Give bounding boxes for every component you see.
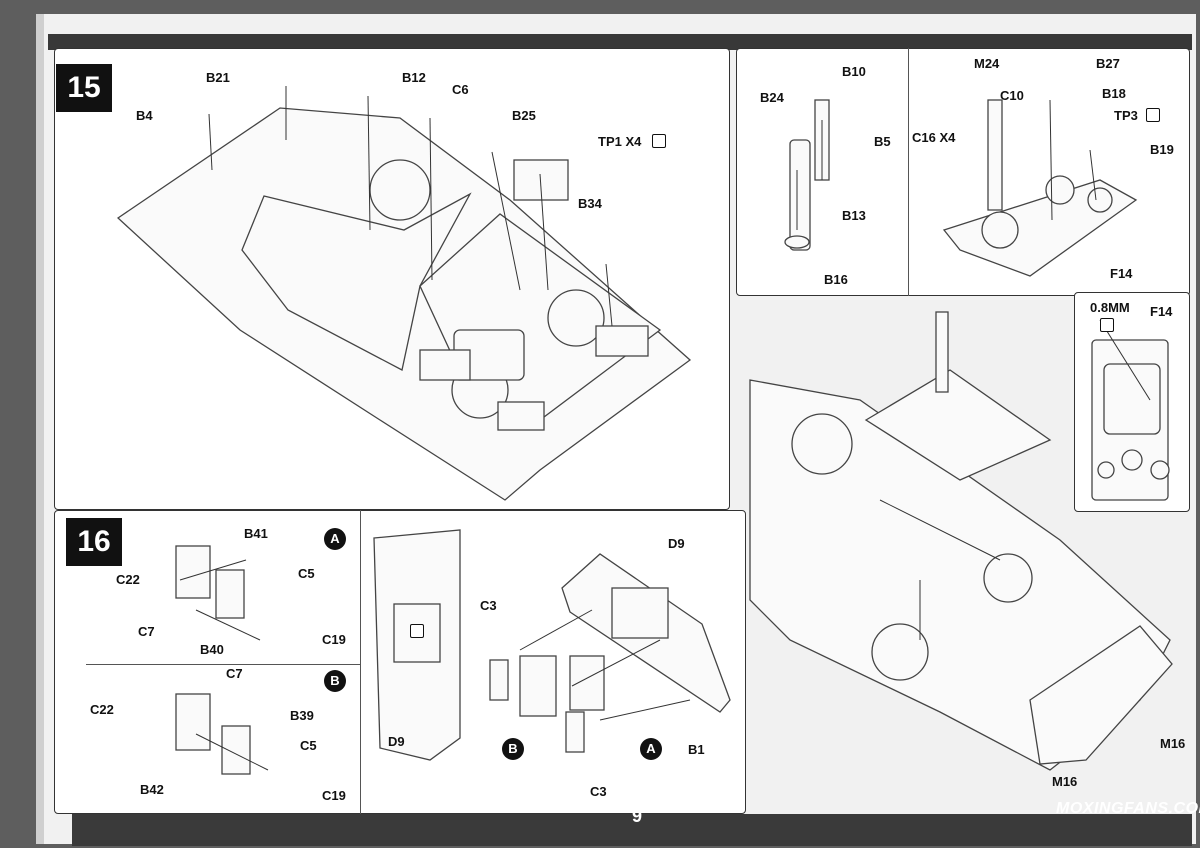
- badge-b: B: [324, 670, 346, 692]
- top-bar: [48, 34, 1192, 50]
- label-b-c19: C19: [322, 788, 346, 803]
- label-m16-a: M16: [1160, 736, 1186, 751]
- label-tp1: TP1 X4: [598, 134, 642, 149]
- label-m16-b: M16: [1052, 774, 1078, 789]
- label-b5: B5: [874, 134, 891, 149]
- turret-subassembly-panel: [736, 48, 1190, 296]
- label-a-c19: C19: [322, 632, 346, 647]
- cut-icon: [410, 624, 424, 638]
- label-b-b39: B39: [290, 708, 314, 723]
- label-b21: B21: [206, 70, 230, 85]
- bottom-bar: [72, 814, 1192, 846]
- label-a-b41: B41: [244, 526, 268, 541]
- label-a-c7: C7: [138, 624, 155, 639]
- step-16-number: 16: [66, 518, 122, 566]
- badge-b-plate: B: [502, 738, 524, 760]
- label-b-c22: C22: [90, 702, 114, 717]
- label-m24: M24: [974, 56, 1000, 71]
- label-a-c22: C22: [116, 572, 140, 587]
- label-b-c5: C5: [300, 738, 317, 753]
- step-16-ab-divider: [86, 664, 360, 665]
- label-b12: B12: [402, 70, 426, 85]
- label-b-c7: C7: [226, 666, 243, 681]
- label-b1: B1: [688, 742, 705, 757]
- badge-a: A: [324, 528, 346, 550]
- label-b24: B24: [760, 90, 784, 105]
- label-b13: B13: [842, 208, 866, 223]
- glue-icon: [652, 134, 666, 148]
- label-size: 0.8MM: [1090, 300, 1130, 315]
- turret-divider: [908, 48, 909, 296]
- label-c16: C16 X4: [912, 130, 956, 145]
- label-b16: B16: [824, 272, 848, 287]
- badge-a-plate: A: [640, 738, 662, 760]
- label-a-b40: B40: [200, 642, 224, 657]
- label-a-c5: C5: [298, 566, 315, 581]
- label-b18: B18: [1102, 86, 1126, 101]
- label-b25: B25: [512, 108, 536, 123]
- label-b10: B10: [842, 64, 866, 79]
- label-c6: C6: [452, 82, 469, 97]
- glue-icon: [1146, 108, 1160, 122]
- label-c3-bottom: C3: [590, 784, 607, 799]
- label-tp3: TP3: [1114, 108, 1138, 123]
- label-b-b42: B42: [140, 782, 164, 797]
- step-16-divider: [360, 510, 361, 814]
- drill-icon: [1100, 318, 1114, 332]
- label-c10: C10: [1000, 88, 1024, 103]
- label-c3-top: C3: [480, 598, 497, 613]
- watermark: MOXINGFANS.COM: [1056, 800, 1200, 817]
- label-f14-detail: F14: [1150, 304, 1173, 319]
- label-d9: D9: [668, 536, 685, 551]
- label-f14: F14: [1110, 266, 1133, 281]
- page-edge: [36, 14, 44, 844]
- label-b4: B4: [136, 108, 153, 123]
- label-b27: B27: [1096, 56, 1120, 71]
- label-b19: B19: [1150, 142, 1174, 157]
- label-b34: B34: [578, 196, 602, 211]
- label-d9-left: D9: [388, 734, 405, 749]
- page-number: 9: [632, 806, 643, 826]
- step-15-number: 15: [56, 64, 112, 112]
